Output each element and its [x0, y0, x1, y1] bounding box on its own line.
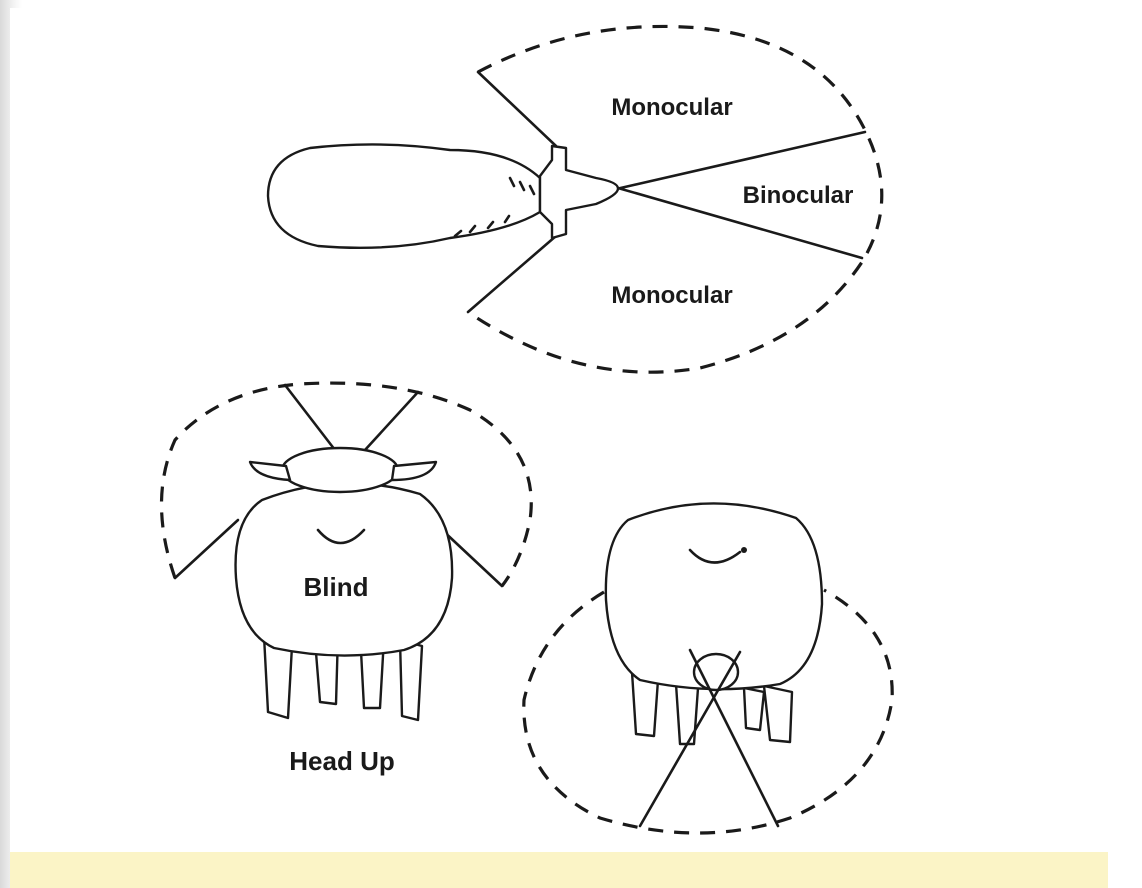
overhead-sheep-head — [540, 146, 618, 238]
monocular-lower-boundary — [468, 236, 556, 312]
label-monocular-top: Monocular — [611, 94, 732, 121]
head-up-sheep-rump — [236, 483, 453, 655]
caption-bar — [10, 852, 1108, 888]
head-up-left-ear — [250, 462, 290, 480]
label-blind: Blind — [304, 572, 369, 602]
blind-zone-left-ray — [285, 385, 335, 450]
head-down-right-legs — [744, 686, 792, 742]
head-up-sheep-head — [282, 448, 398, 492]
head-up-right-ear — [392, 462, 436, 480]
tail-tip — [741, 547, 747, 553]
overhead-sheep-body — [268, 144, 540, 247]
blind-zone-right-ray — [365, 392, 418, 450]
monocular-upper-boundary — [478, 72, 556, 146]
head-up-view-figure: Blind Head Up — [162, 383, 532, 776]
head-up-left-boundary — [175, 520, 238, 578]
overhead-view-figure: Monocular Binocular Monocular — [268, 26, 882, 372]
label-binocular: Binocular — [743, 182, 854, 209]
label-head-up: Head Up — [289, 746, 394, 776]
head-down-view-figure — [524, 503, 892, 833]
label-monocular-bottom: Monocular — [611, 282, 732, 309]
